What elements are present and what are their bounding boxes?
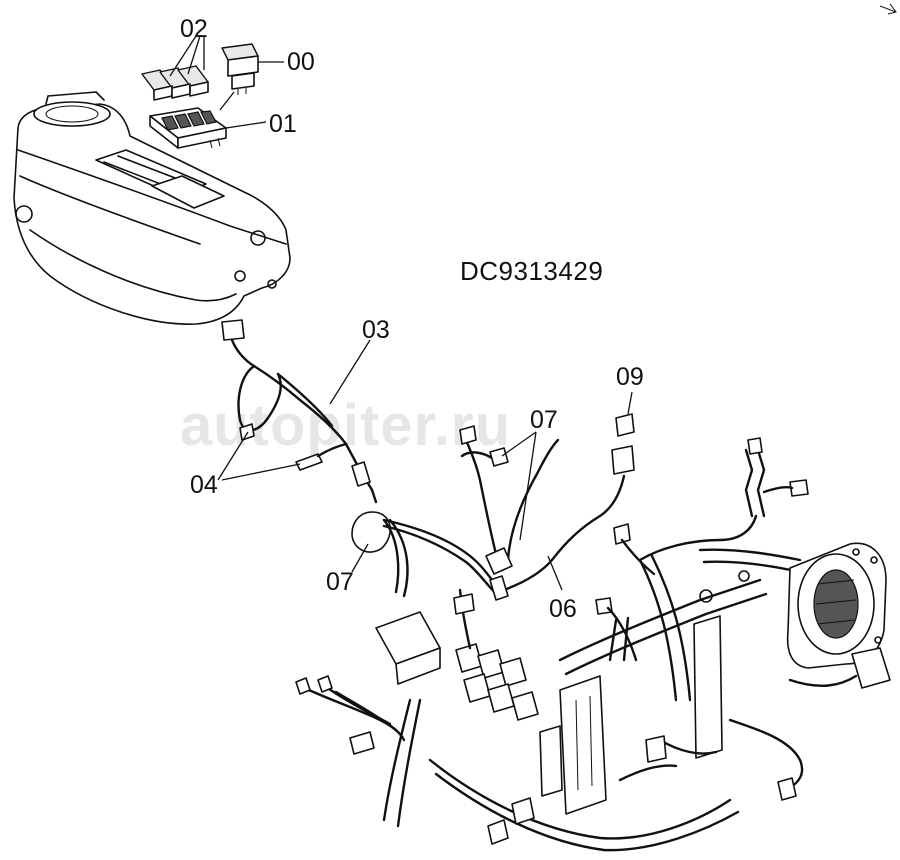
callout-07-grommet: 07 xyxy=(326,568,354,596)
leader-lines xyxy=(169,35,633,591)
switch-part xyxy=(221,43,259,95)
callout-04: 04 xyxy=(190,471,218,499)
harness-03-part xyxy=(221,319,378,504)
clip-07-part xyxy=(460,447,509,467)
corner-arrow-icon xyxy=(879,3,897,15)
callout-09: 09 xyxy=(616,363,644,391)
callout-07-clip: 07 xyxy=(530,406,558,434)
callout-02: 02 xyxy=(180,15,208,43)
switch-caps-part xyxy=(141,65,209,101)
callout-01: 01 xyxy=(269,110,297,138)
switch-panel-part xyxy=(149,107,227,149)
callout-00: 00 xyxy=(287,48,315,76)
harness-06-part xyxy=(382,413,635,601)
drawing-number: DC9313429 xyxy=(460,256,604,286)
console-body-part xyxy=(13,91,291,325)
watermark: autopiter.ru xyxy=(180,393,512,458)
callout-03: 03 xyxy=(362,316,390,344)
callout-06: 06 xyxy=(549,595,577,623)
main-frame-harness-part xyxy=(295,437,891,852)
